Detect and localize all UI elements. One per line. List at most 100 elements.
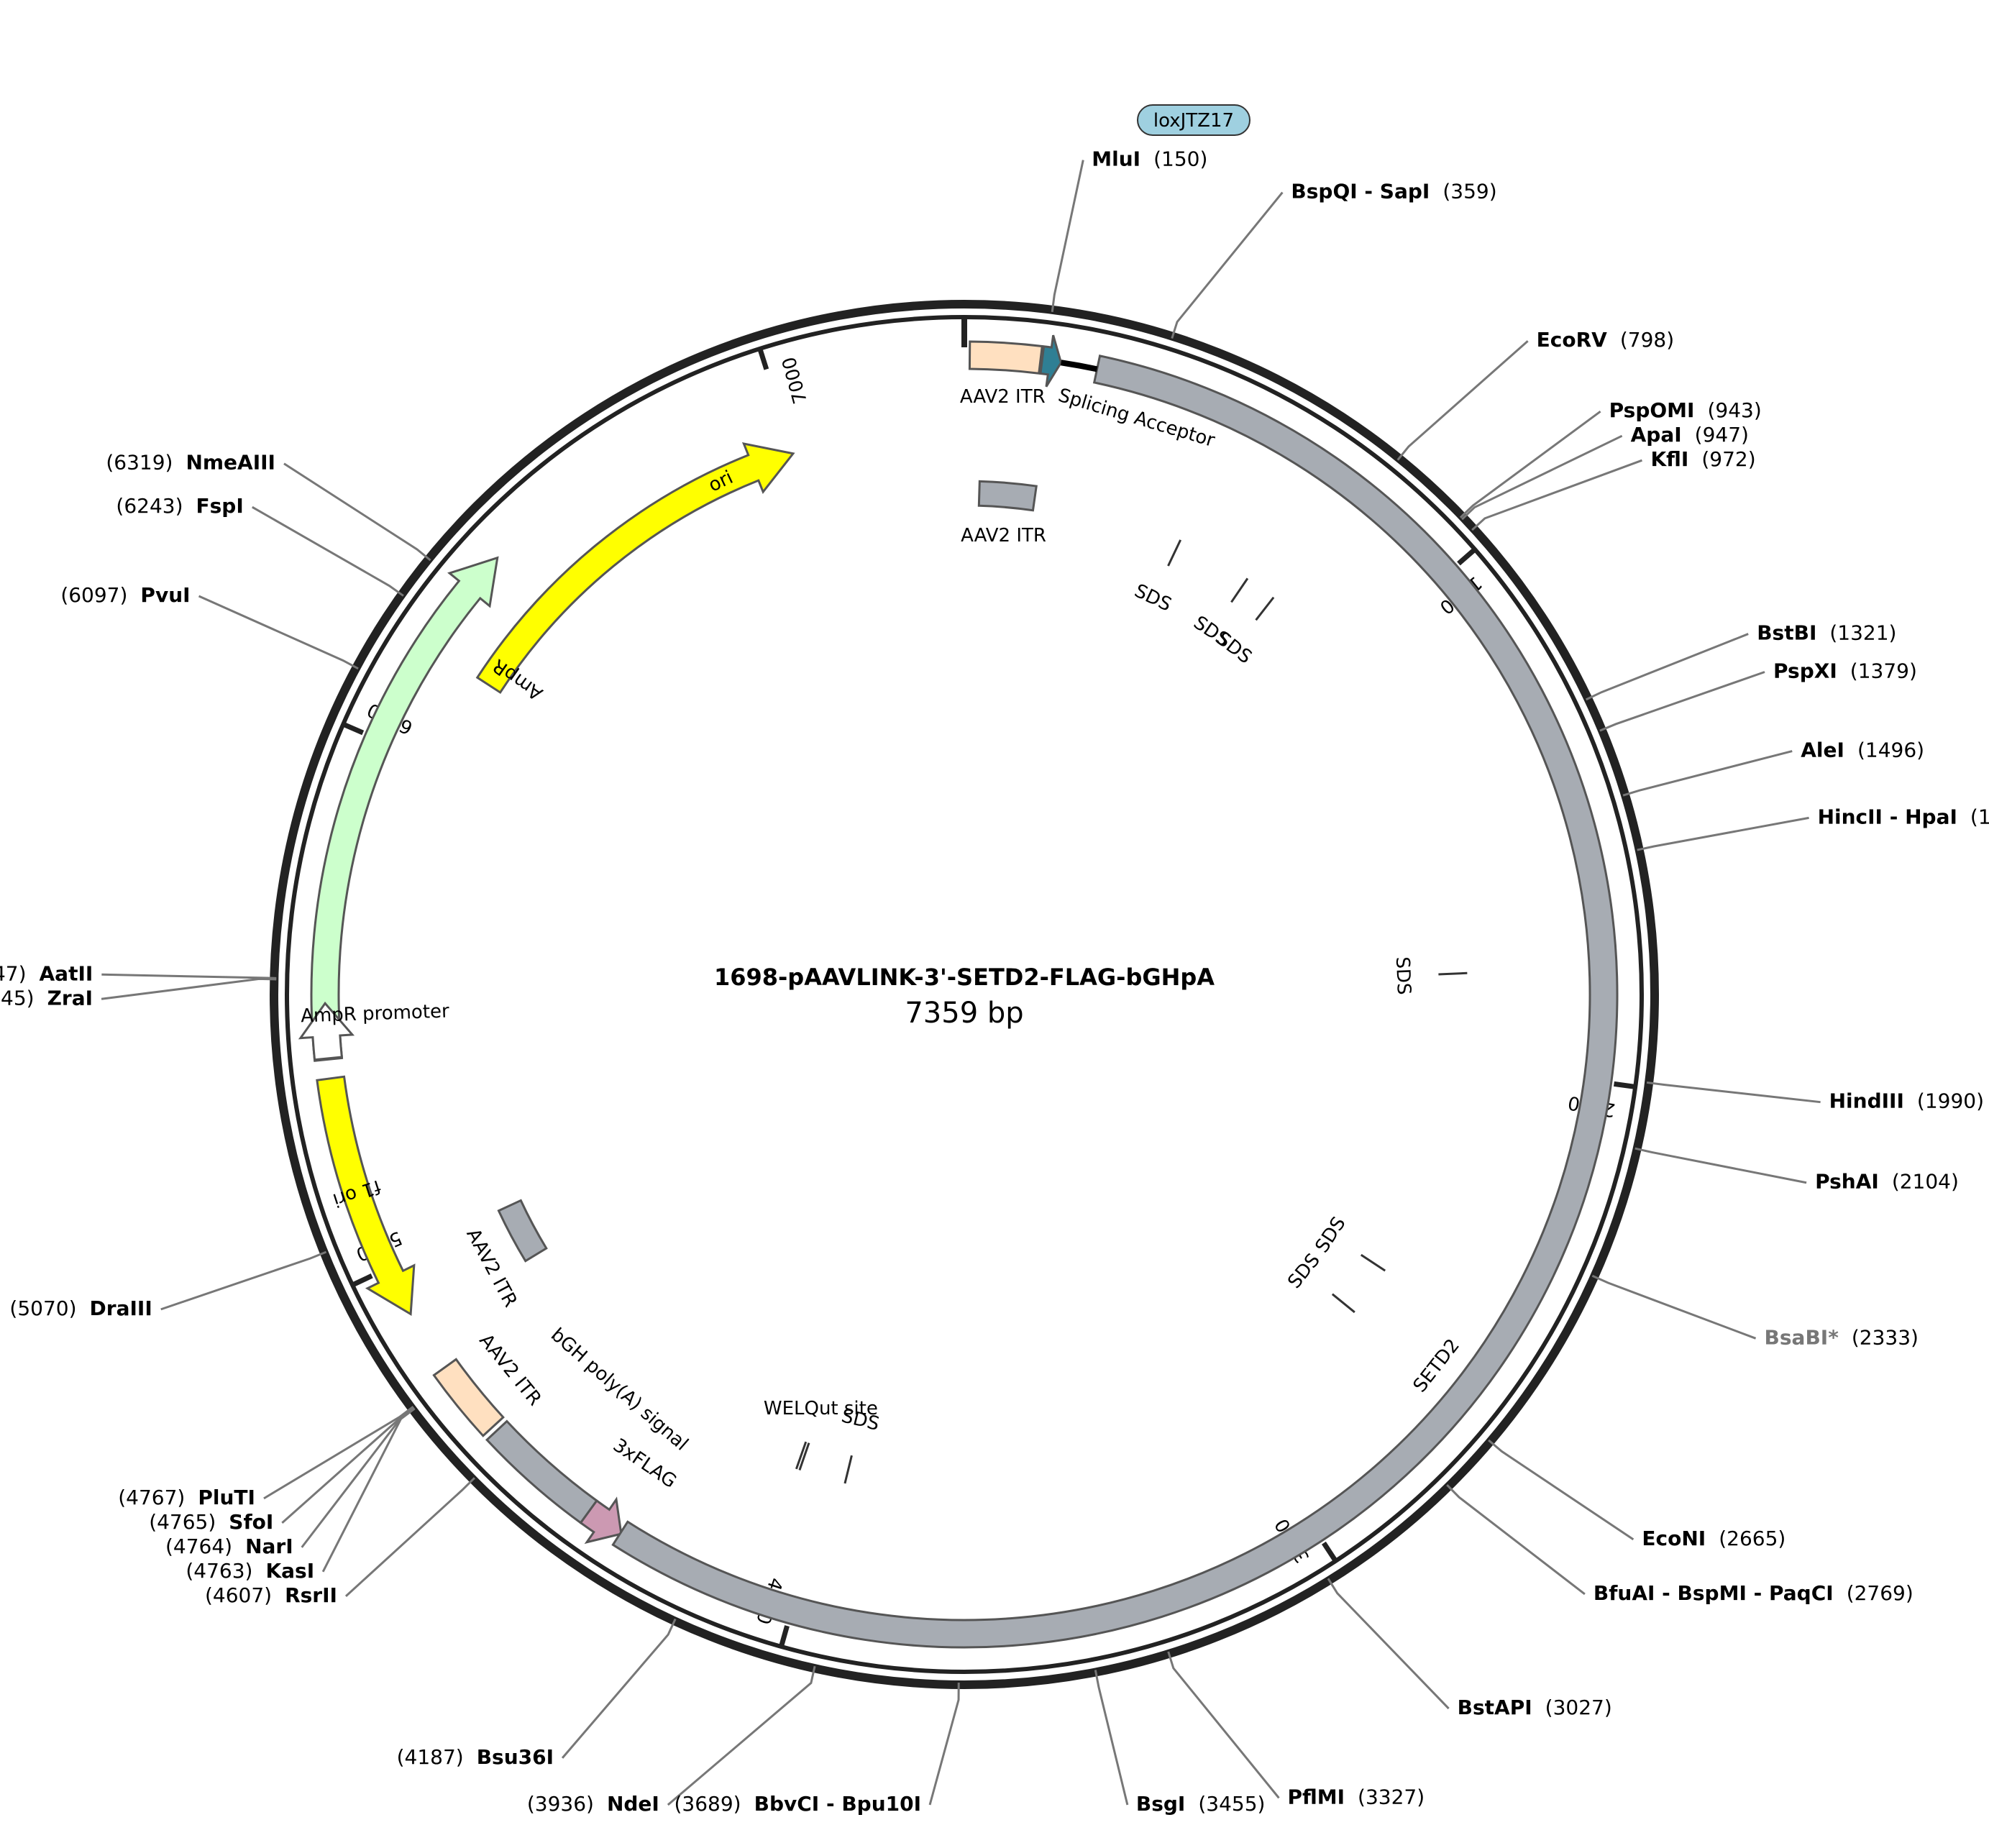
site-leader-line (101, 977, 277, 1000)
site-position: (4607) (205, 1583, 272, 1607)
site-position: (1990) (1917, 1089, 1984, 1113)
site-name: BstAPI (1458, 1696, 1532, 1719)
feature-splicing-acceptor (1060, 360, 1098, 372)
site-leader-line (1167, 1651, 1280, 1799)
restriction-site-label: (4767)PluTI (118, 1486, 255, 1509)
site-position: (4763) (186, 1559, 252, 1583)
site-name: Bsu36I (477, 1745, 554, 1769)
site-leader-line (281, 1406, 415, 1524)
site-name: AleI (1801, 738, 1844, 762)
restriction-site-label: (4765)SfoI (149, 1510, 273, 1534)
restriction-site-label: BstBI (1321) (1757, 621, 1896, 645)
site-position: (1379) (1850, 659, 1917, 683)
site-position: (1321) (1829, 621, 1896, 645)
site-position: (2665) (1719, 1527, 1785, 1550)
site-name: NdeI (607, 1792, 659, 1816)
site-position: (2333) (1852, 1325, 1919, 1349)
restriction-site-label: BfuAI - BspMI - PaqCI(2769) (1594, 1581, 1913, 1605)
site-leader-line (252, 506, 404, 597)
site-position: (6319) (106, 451, 173, 475)
restriction-site-label: PflMI(3327) (1287, 1785, 1425, 1808)
restriction-site-label: PshAI (2104) (1815, 1170, 1959, 1194)
site-position: (6097) (60, 583, 127, 607)
site-name: EcoNI (1642, 1527, 1706, 1550)
misc-feature-mark (1167, 539, 1182, 567)
feature-arc (611, 354, 1619, 1649)
site-position: (5547) (0, 961, 27, 985)
tick-mark (343, 722, 365, 736)
loxjtz17-badge: loxJTZ17 (1137, 104, 1250, 136)
tick-mark (1613, 1081, 1634, 1089)
restriction-site-label: EcoRV(798) (1537, 328, 1675, 352)
site-name: PshAI (1815, 1170, 1879, 1194)
tick-mark (758, 349, 769, 370)
site-position: (3936) (527, 1792, 594, 1816)
site-leader-line (1634, 1147, 1807, 1184)
restriction-site-label: (4764)NarI (165, 1534, 293, 1558)
misc-feature-label: SDS (1391, 956, 1414, 995)
site-position: (4765) (149, 1510, 216, 1534)
misc-feature-label: SDS (1284, 1250, 1325, 1293)
restriction-site-label: (5070)DraIII (9, 1296, 152, 1320)
site-position: (5545) (0, 986, 35, 1010)
restriction-site-label: HindIII (1990) (1829, 1089, 1984, 1113)
site-name: RsrII (285, 1583, 337, 1607)
site-position: (1496) (1857, 738, 1924, 762)
site-name: PspXI (1773, 659, 1837, 683)
misc-feature-mark (1360, 1253, 1386, 1272)
site-name: HindIII (1829, 1089, 1904, 1113)
feature-arc (298, 1001, 355, 1061)
restriction-site-label: HincII - HpaI(1592) (1818, 805, 1989, 828)
restriction-site-label: BsgI(3455) (1136, 1792, 1266, 1816)
feature-arc (579, 1496, 623, 1545)
restriction-site-label: KflI(972) (1650, 447, 1755, 471)
loxjtz17-label: loxJTZ17 (1153, 110, 1234, 132)
site-position: (3689) (675, 1792, 741, 1816)
site-leader-line (561, 1618, 677, 1759)
site-name: BstBI (1757, 621, 1816, 645)
restriction-site-layer: MluI(150)BspQI - SapI(359)EcoRV(798)PspO… (0, 147, 1989, 1816)
site-name: AatII (40, 961, 93, 985)
site-leader-line (1446, 1484, 1586, 1596)
feature-arc (475, 442, 795, 695)
plasmid-length: 7359 bp (905, 997, 1023, 1030)
site-leader-line (1171, 191, 1284, 339)
feature-arc (977, 480, 1038, 512)
site-leader-line (667, 1665, 816, 1806)
site-leader-line (1637, 816, 1809, 851)
feature-label: AAV2 ITR (961, 525, 1046, 546)
tick-mark (779, 1625, 790, 1646)
site-position: (4764) (165, 1534, 232, 1558)
site-name: MluI (1092, 147, 1140, 171)
feature-arc (968, 340, 1043, 375)
misc-feature-mark (1438, 971, 1468, 976)
site-leader-line (1471, 459, 1642, 531)
restriction-site-label: (5545)ZraI (0, 986, 93, 1010)
restriction-site-label: BspQI - SapI(359) (1291, 180, 1496, 203)
site-name: PluTI (198, 1486, 255, 1509)
site-leader-line (321, 1407, 416, 1573)
restriction-site-label: (3936) NdeI (527, 1792, 659, 1816)
restriction-site-label: PspOMI(943) (1609, 398, 1762, 422)
site-position: (3455) (1198, 1792, 1265, 1816)
site-name: BsaBI* (1765, 1325, 1839, 1349)
misc-feature-mark (795, 1441, 808, 1470)
site-leader-line (283, 462, 431, 562)
site-leader-line (1622, 750, 1793, 797)
tick-mark (352, 1273, 373, 1287)
site-leader-line (263, 1406, 414, 1500)
site-position: (2104) (1892, 1170, 1959, 1194)
feature-arc (310, 556, 499, 1062)
misc-feature-label: SDS (1131, 580, 1175, 616)
site-position: (6243) (116, 494, 183, 518)
site-position: (798) (1620, 328, 1674, 352)
restriction-site-label: (4607) RsrII (205, 1583, 337, 1607)
site-leader-line (1396, 340, 1529, 461)
restriction-site-label: (6097)PvuI (60, 583, 190, 607)
site-position: (947) (1695, 423, 1749, 447)
site-position: (2769) (1847, 1581, 1913, 1605)
feature-label: AAV2 ITR (960, 386, 1046, 408)
restriction-site-label: EcoNI (2665) (1642, 1527, 1785, 1550)
site-name: DraIII (90, 1296, 152, 1320)
